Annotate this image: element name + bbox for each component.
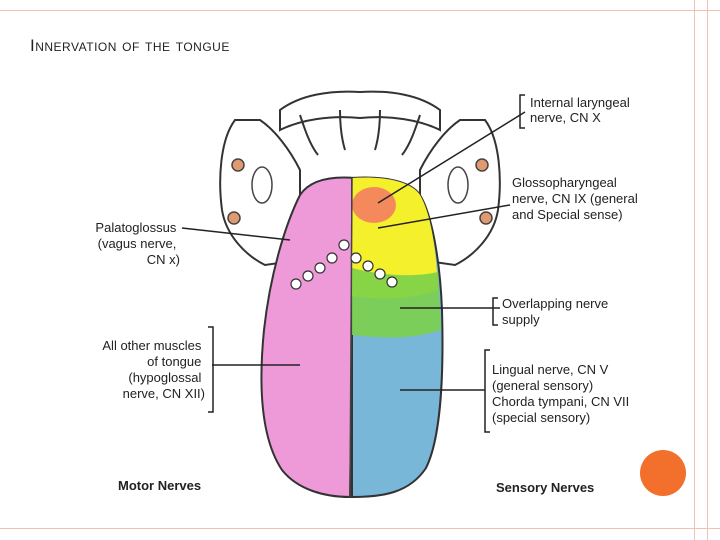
lingual-label-line: Lingual nerve, CN V xyxy=(492,362,609,377)
label-brackets xyxy=(208,94,525,433)
palatoglossus-label: Palatoglossus (vagus nerve, CN x) xyxy=(95,220,180,267)
glossopharyngeal-label-line: and Special sense) xyxy=(512,207,623,222)
circumvallate-papillae xyxy=(290,239,398,290)
decorative-accent-circle xyxy=(640,450,686,496)
internal-laryngeal-region xyxy=(352,187,396,223)
tongue-midline xyxy=(349,177,353,498)
internal-laryngeal-label-line: nerve, CN X xyxy=(530,110,601,125)
overlapping-label-line: Overlapping nerve xyxy=(502,296,608,311)
tonsil-details xyxy=(227,158,493,225)
lingual-label-line: Chorda tympani, CN VII xyxy=(492,394,629,409)
internal-laryngeal-label: Internal laryngeal nerve, CN X xyxy=(530,95,633,125)
frame-line-bottom xyxy=(0,528,720,529)
slide-title: Innervation of the tongue xyxy=(30,36,230,55)
palatoglossus-label-line: (vagus nerve, xyxy=(98,236,177,251)
other-muscles-label-line: nerve, CN XII) xyxy=(123,386,205,401)
glossopharyngeal-label-line: Glossopharyngeal xyxy=(512,175,617,190)
frame-line-right-outer xyxy=(707,0,708,540)
glossopharyngeal-label-line: nerve, CN IX (general xyxy=(512,191,638,206)
lingual-label-line: (general sensory) xyxy=(492,378,593,393)
other-muscles-label-line: of tongue xyxy=(147,354,201,369)
pointer-lines xyxy=(181,111,526,391)
frame-line-right-inner xyxy=(694,0,695,540)
pharynx-outline xyxy=(219,90,501,267)
sensory-nerves-label: Sensory Nerves xyxy=(496,480,594,495)
overlapping-label-line: supply xyxy=(502,312,540,327)
other-muscles-label-line: (hypoglossal xyxy=(128,370,201,385)
motor-nerves-label: Motor Nerves xyxy=(118,478,201,493)
palatoglossus-label-line: Palatoglossus xyxy=(95,220,176,235)
glossopharyngeal-label: Glossopharyngeal nerve, CN IX (general a… xyxy=(512,175,641,222)
other-muscles-label: All other muscles of tongue (hypoglossal… xyxy=(102,338,205,401)
overlapping-label: Overlapping nerve supply xyxy=(502,296,612,327)
frame-line-top xyxy=(0,10,720,11)
lingual-label: Lingual nerve, CN V (general sensory) Ch… xyxy=(492,362,633,425)
palatoglossus-label-line: CN x) xyxy=(147,252,180,267)
overlap-region xyxy=(352,268,441,338)
other-muscles-label-line: All other muscles xyxy=(102,338,201,353)
internal-laryngeal-label-line: Internal laryngeal xyxy=(530,95,630,110)
lingual-label-line: (special sensory) xyxy=(492,410,590,425)
